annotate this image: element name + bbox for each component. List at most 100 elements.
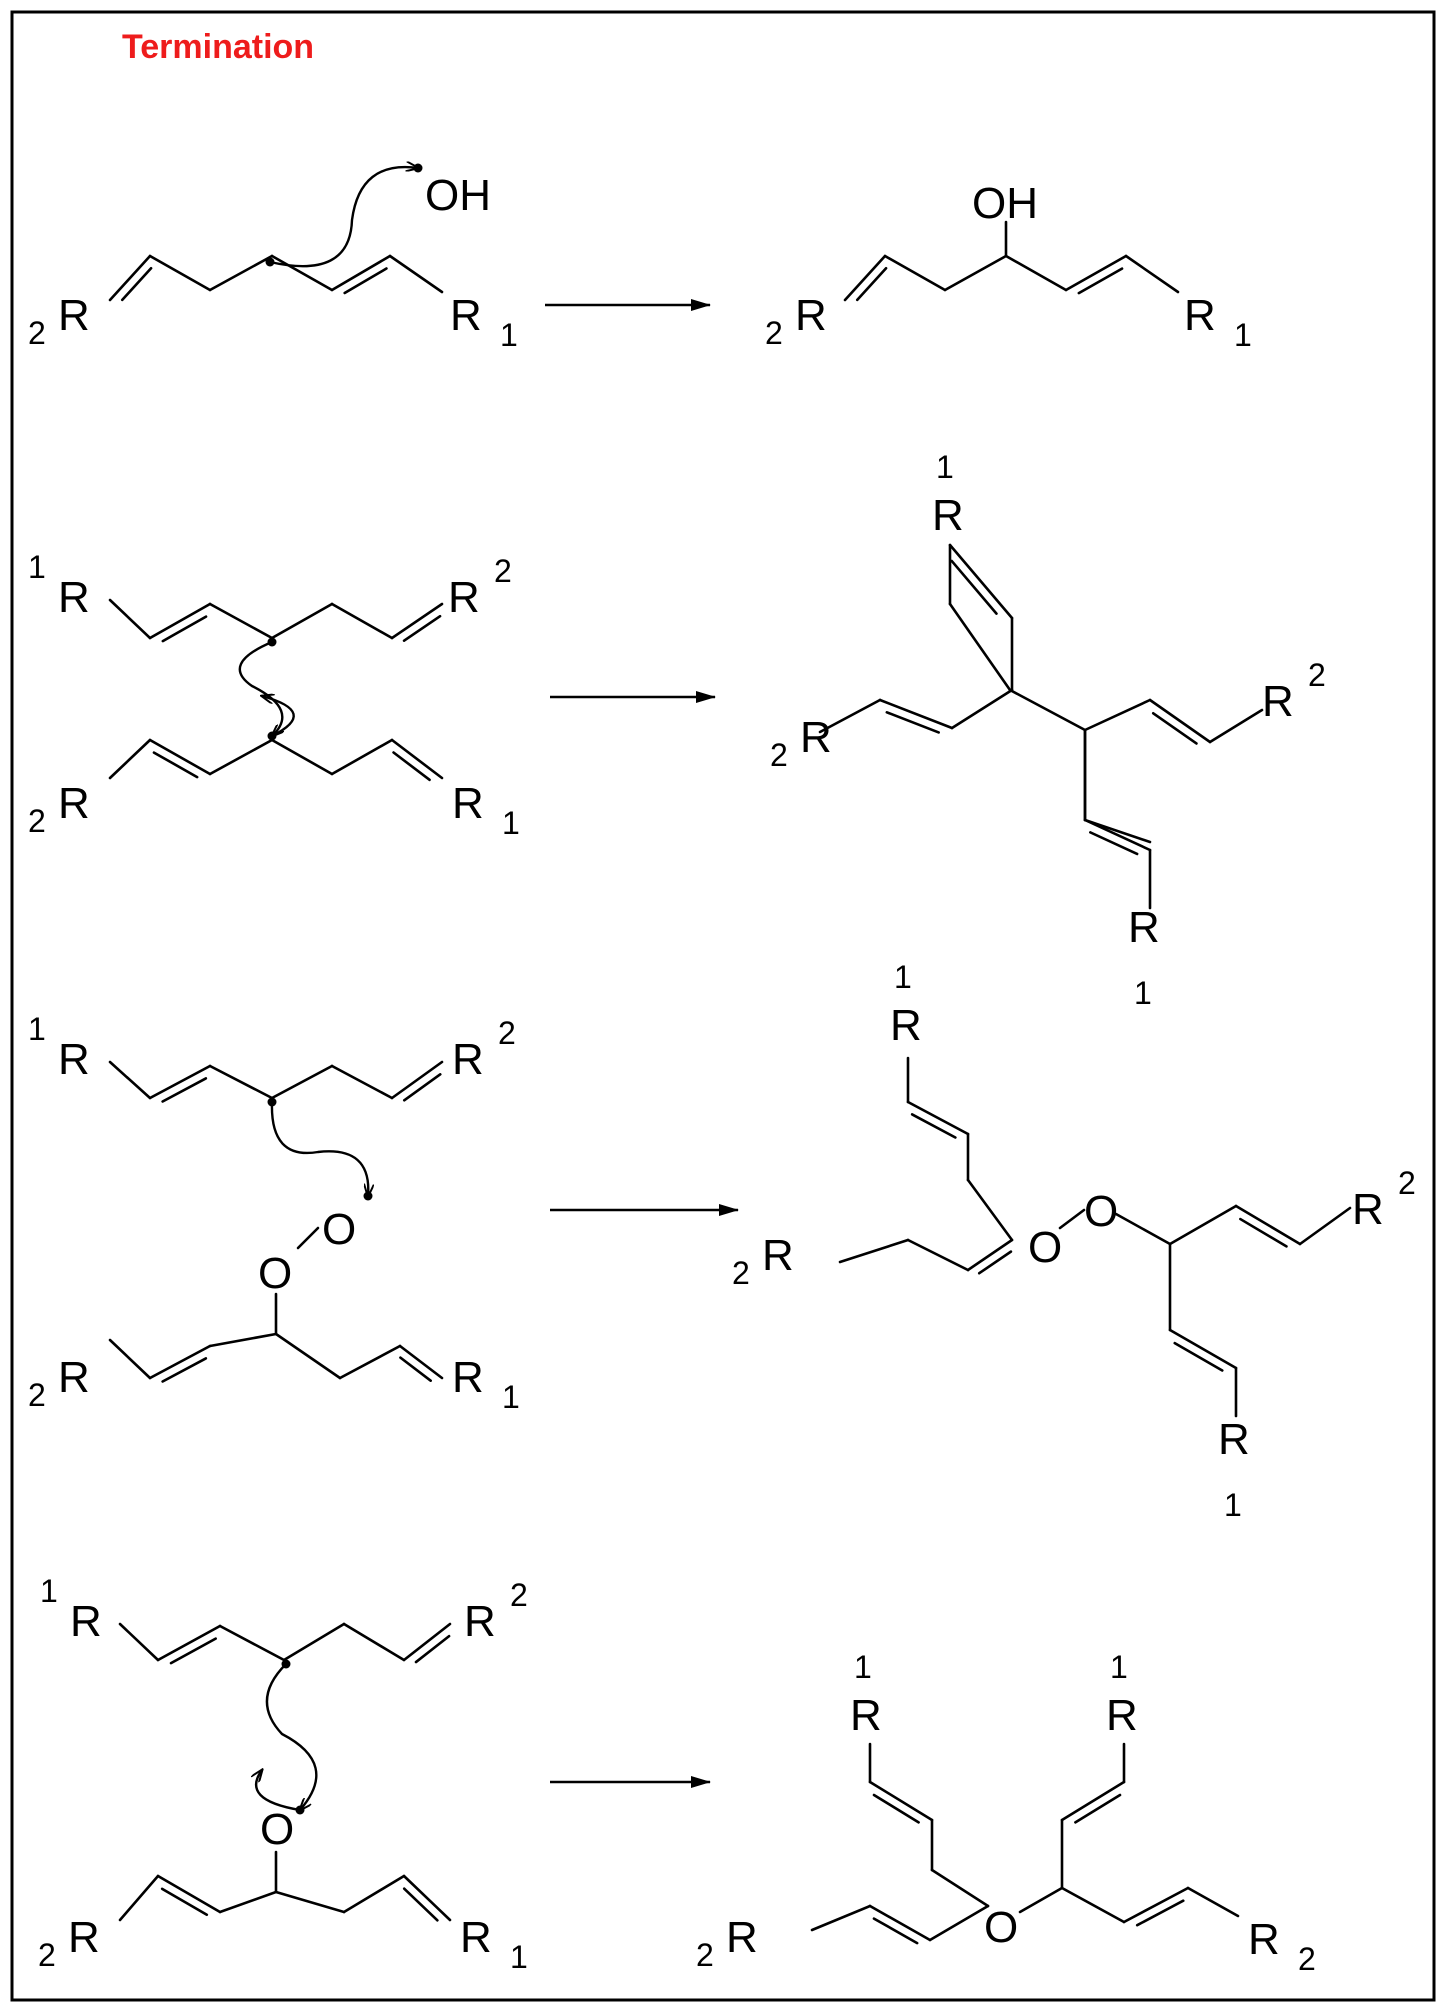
- r1-product-chain-double-bond: [1064, 254, 1128, 292]
- r3-product-o2: O: [1084, 1187, 1118, 1236]
- r-group-subscript: 2: [28, 803, 46, 839]
- r-group-subscript: 2: [28, 1377, 46, 1413]
- r1-product-chain-single-bond: [943, 254, 1008, 292]
- r3-product-left-r2: R: [762, 1231, 794, 1280]
- r4-reactant-bottom-chain-double-bond-inner: [402, 1887, 439, 1922]
- r-group-subscript: 2: [494, 553, 512, 589]
- r-group-subscript: 1: [1224, 1487, 1242, 1523]
- r3-product-left-arm-single-bond: [838, 1238, 910, 1264]
- r2-top-r1: R: [58, 573, 90, 622]
- r1-product-chain-double-bond-inner: [1077, 267, 1124, 295]
- r3-reactant-bottom-chain-double-bond: [148, 1344, 212, 1380]
- r4-reactant-top-chain-double-bond: [156, 1624, 222, 1662]
- r3-reactant-top-chain-single-bond: [108, 1060, 152, 1100]
- r2-reactant-bottom-chain-double-bond: [390, 738, 444, 780]
- r3-product-o-o-bond: [1058, 1208, 1086, 1230]
- r3-top-r1: R: [58, 1035, 90, 1084]
- r3-product-right-arm-single-bond: [1168, 1204, 1238, 1246]
- r1-product-oh: OH: [972, 179, 1038, 228]
- r4-reactant-bottom-chain-single-bond: [342, 1874, 406, 1914]
- r1-reactant-chain-single-bond: [270, 254, 334, 292]
- r2-product-right-vinyl-double-bond: [1148, 698, 1212, 744]
- r3-o-o-bond: [296, 1226, 320, 1250]
- r4-fishhook-b: [256, 1770, 302, 1812]
- r4-product-right-r1: R: [1106, 1691, 1138, 1740]
- r3-product-right-r2: R: [1352, 1185, 1384, 1234]
- r-group-subscript: 2: [696, 1937, 714, 1973]
- r2-product-left-vinyl-double-bond-inner: [885, 711, 940, 734]
- r2-reactant-bottom-chain-double-bond: [148, 738, 212, 776]
- r3-reactant-bottom-chain-double-bond-inner: [161, 1357, 208, 1383]
- r1-product-r2: R: [795, 291, 827, 340]
- r3-reactant-bottom-chain-single-bond: [274, 1332, 342, 1380]
- r3-reactant-bottom-chain-double-bond: [398, 1344, 444, 1380]
- r2-product-left-vinyl-single-bond: [950, 688, 1014, 730]
- r2-product-left-r2: R: [800, 713, 832, 762]
- r1-product-chain-single-bond: [1004, 254, 1068, 292]
- r1-product-chain-double-bond-inner: [855, 266, 888, 302]
- r3-product-upper-arm-single-bond: [966, 1178, 1014, 1242]
- r3-product-bottom-r1: R: [1218, 1415, 1250, 1464]
- r-group-subscript: 1: [1110, 1649, 1128, 1685]
- r3-bottom-r2: R: [58, 1353, 90, 1402]
- r4-product-right-lower-arm-double-bond-inner: [1135, 1899, 1185, 1927]
- r1-oh-radical: OH: [425, 171, 491, 220]
- r2-reactant-bottom-chain-double-bond-inner: [392, 751, 431, 782]
- r-group-subscript: 1: [28, 549, 46, 585]
- r2-product-right-vinyl-double-bond-inner: [1151, 711, 1198, 745]
- r3-reactant-bottom-chain-double-bond-inner: [399, 1356, 432, 1382]
- r2-reactant-bottom-chain-single-bond: [330, 738, 394, 776]
- r2-reactant-bottom-chain-single-bond: [208, 738, 274, 776]
- r1-reactant-chain-double-bond: [330, 254, 392, 292]
- r1-reactant-chain-double-bond-inner: [120, 266, 153, 302]
- r4-product-o-c-bond: [1018, 1886, 1064, 1914]
- r-group-subscript: 2: [770, 737, 788, 773]
- r4-product-right-upper-arm-double-bond: [1060, 1780, 1126, 1822]
- r3-product-upper-arm-double-bond: [906, 1100, 970, 1136]
- r4-reactant-top-chain-double-bond: [402, 1622, 452, 1662]
- r4-reactant-top-chain-single-bond: [342, 1622, 406, 1662]
- r4-bottom-r1: R: [460, 1913, 492, 1962]
- r2-top-r2: R: [448, 573, 480, 622]
- r3-top-r2: R: [452, 1035, 484, 1084]
- r1-reactant-chain-double-bond-inner: [343, 267, 388, 295]
- r3-reactant-top-chain-single-bond: [330, 1064, 394, 1100]
- r2-reactant-top-chain-double-bond: [390, 602, 444, 640]
- r2-product-left-vinyl-single-bond: [818, 698, 882, 734]
- r2-product-upper-vinyl-double-bond-inner: [950, 559, 998, 615]
- r-group-subscript: 1: [28, 1011, 46, 1047]
- r4-product-left-upper-arm-double-bond-inner: [872, 1793, 920, 1824]
- r-group-subscript: 2: [28, 315, 46, 351]
- r4-product-left-upper-arm-single-bond: [930, 1868, 990, 1908]
- r3-reactant-top-chain-single-bond: [270, 1064, 334, 1100]
- r4-reactant-top-chain-double-bond-inner: [169, 1637, 217, 1665]
- r3-product-o-c-bond: [1114, 1212, 1172, 1246]
- r-group-subscript: 1: [894, 959, 912, 995]
- r-group-subscript: 2: [38, 1937, 56, 1973]
- r4-reactant-bottom-chain-single-bond: [118, 1874, 160, 1922]
- r3-fishhook: [270, 1100, 368, 1196]
- r2-fishhook-a: [238, 640, 283, 736]
- r4-product-left-r2: R: [726, 1913, 758, 1962]
- r3-reactant-bottom-chain-single-bond: [208, 1332, 278, 1348]
- r4-product-left-lower-arm-single-bond: [928, 1904, 990, 1942]
- r-group-subscript: 1: [936, 449, 954, 485]
- r2-product-upper-vinyl-double-bond: [948, 543, 1014, 620]
- r3-product-left-arm-double-bond: [966, 1238, 1014, 1272]
- r2-reactant-top-chain-single-bond: [108, 598, 152, 640]
- r-group-subscript: 1: [1234, 317, 1252, 353]
- r3-peroxyl-o: O: [258, 1249, 292, 1298]
- r-group-subscript: 1: [500, 317, 518, 353]
- r4-top-r2: R: [464, 1597, 496, 1646]
- r1-product-chain-single-bond: [883, 254, 947, 292]
- r3-product-left-arm-single-bond: [906, 1238, 970, 1272]
- r2-product-lower-vinyl-double-bond: [1083, 818, 1152, 852]
- r3-reactant-bottom-chain-single-bond: [338, 1344, 402, 1380]
- r1-product-chain-double-bond: [843, 254, 887, 302]
- r4-reactant-bottom-chain-single-bond: [274, 1890, 346, 1914]
- r4-reactant-bottom-chain-single-bond: [218, 1890, 278, 1914]
- r4-reactant-top-chain-single-bond: [282, 1622, 346, 1662]
- r-group-subscript: 1: [40, 1573, 58, 1609]
- r4-reactant-top-chain-double-bond-inner: [414, 1634, 451, 1664]
